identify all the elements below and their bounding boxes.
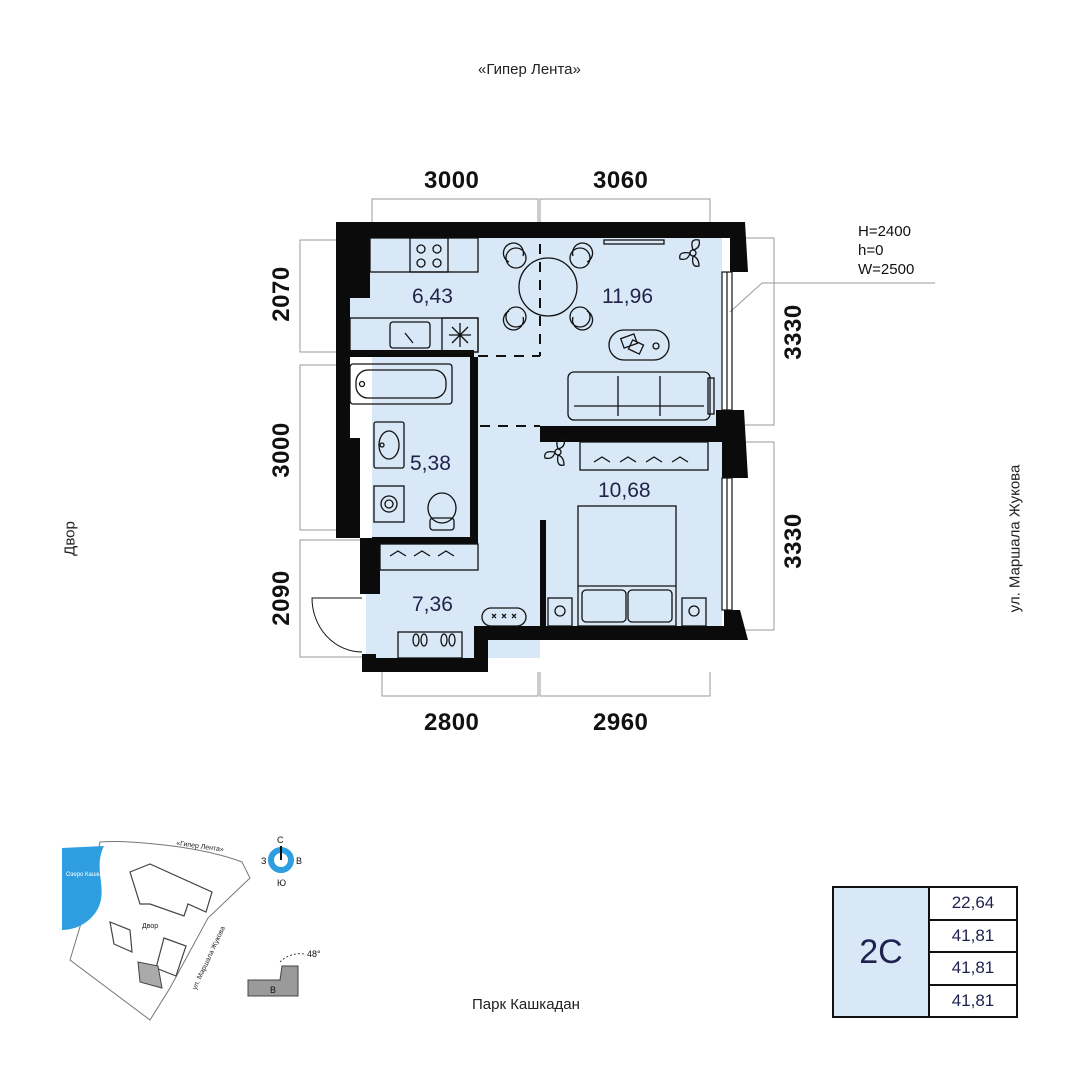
bedroom-furniture [544, 438, 709, 627]
walls [336, 222, 748, 672]
bathroom-fixtures [349, 363, 457, 531]
windows [721, 271, 733, 611]
dimension-bottom-1: 2800 [424, 709, 480, 736]
dimension-lines [299, 198, 935, 697]
site-yard-label: Двор [142, 923, 158, 930]
room-area-bathroom: 5,38 [410, 452, 451, 475]
site-plan: Озеро Кашкадан «Гипер Лента» ул. Маршала… [62, 840, 251, 1021]
apartment-summary: 2С 22,64 41,81 41,81 41,81 [832, 886, 1018, 1018]
compass-west: З [261, 856, 266, 866]
window-width: W=2500 [858, 261, 915, 278]
selected-building [137, 961, 163, 989]
window-height: H=2400 [858, 223, 911, 240]
dimension-top-1: 3000 [424, 167, 480, 194]
compass-icon: С Ю З В [261, 835, 302, 888]
hallway-furniture [379, 543, 527, 659]
area-list: 22,64 41,81 41,81 41,81 [930, 888, 1016, 1016]
top-street-label: «Гипер Лента» [478, 61, 581, 78]
area-total-3: 41,81 [951, 990, 995, 1010]
room-area-bedroom: 10,68 [598, 479, 651, 502]
room-area-kitchen: 6,43 [412, 285, 453, 308]
apartment-type: 2С [834, 888, 930, 1016]
site-buildings [109, 863, 213, 977]
area-total-1: 41,81 [930, 921, 1016, 953]
area-living: 22,64 [930, 888, 1016, 921]
room-area-hallway: 7,36 [412, 593, 453, 616]
lake-label: Озеро Кашкадан [66, 872, 113, 878]
kitchen-furniture [349, 237, 479, 353]
rotation-angle: 48° [307, 949, 321, 959]
compass-north: С [277, 835, 284, 845]
window-sill: h=0 [858, 242, 884, 259]
living-furniture [567, 239, 715, 421]
zone-lines [478, 244, 541, 427]
dining-table-icon [502, 242, 594, 331]
compass-south: Ю [277, 878, 286, 888]
area-total-2: 41,81 [930, 953, 1016, 986]
window-note: H=2400 h=0 W=2500 [858, 222, 914, 279]
section-key: 48° В [247, 949, 321, 997]
room-area-living: 11,96 [602, 285, 653, 308]
bottom-park-label: Парк Кашкадан [472, 996, 580, 1013]
dimension-bottom-2: 2960 [593, 709, 649, 736]
compass-east: В [296, 856, 302, 866]
dimension-top-2: 3060 [593, 167, 649, 194]
section-letter: В [270, 985, 276, 995]
room-fills [350, 238, 722, 658]
entrance-door-icon [311, 597, 363, 653]
lake-shape [62, 846, 104, 930]
